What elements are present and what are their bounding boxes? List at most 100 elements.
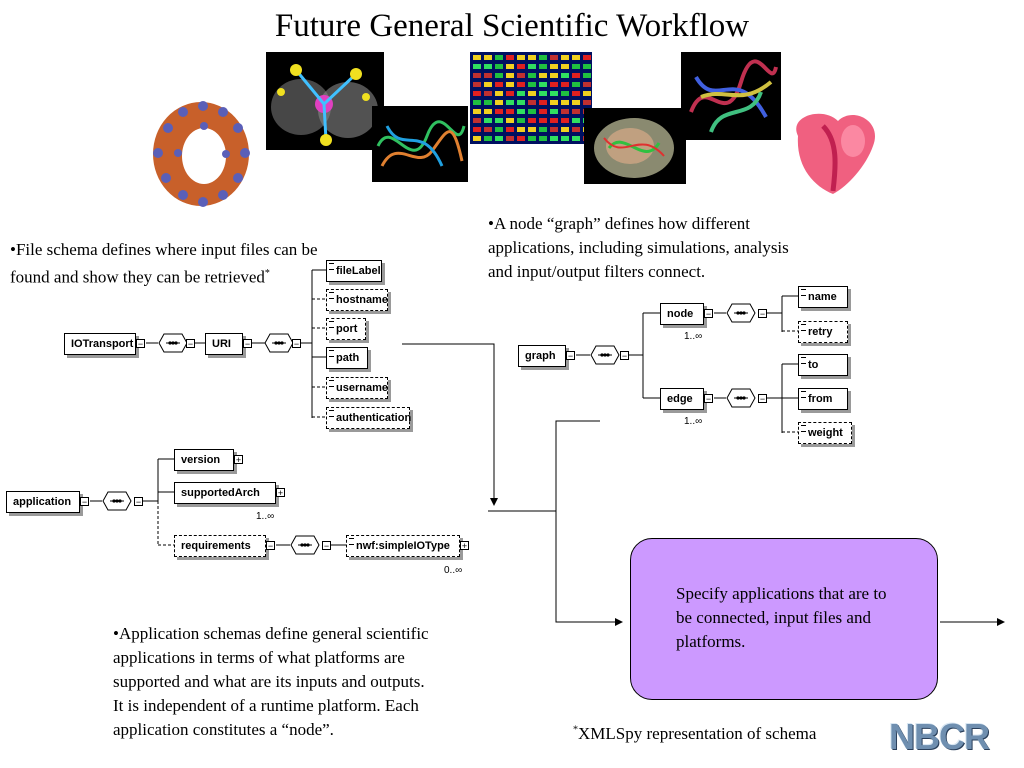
name-element[interactable]: name (798, 286, 848, 308)
edge-label: edge (667, 393, 693, 405)
edge-cardinality: 1..∞ (684, 416, 703, 427)
microarray-spot (583, 82, 591, 87)
application-note: •Application schemas define general scie… (113, 624, 429, 739)
sequence-icon[interactable] (726, 388, 756, 408)
microarray-spot (583, 55, 591, 60)
retry-element[interactable]: retry (798, 321, 848, 343)
collapse-icon[interactable]: − (620, 351, 629, 361)
supportedarch-element[interactable]: supportedArch (174, 482, 276, 504)
collapse-icon[interactable]: − (292, 339, 301, 349)
from-element[interactable]: from (798, 388, 848, 410)
graph-element[interactable]: graph (518, 345, 566, 367)
microarray-spot (528, 73, 536, 78)
weight-element[interactable]: weight (798, 422, 852, 444)
collapse-icon[interactable]: − (186, 339, 195, 349)
application-label: application (13, 496, 72, 508)
iotransport-element[interactable]: IOTransport (64, 333, 136, 355)
authentication-label: authentication (336, 412, 412, 424)
to-label: to (808, 359, 819, 371)
collapse-icon[interactable]: − (758, 394, 767, 404)
collapse-icon[interactable]: − (322, 541, 331, 551)
port-element[interactable]: port (326, 318, 366, 340)
microarray-spot (539, 109, 547, 114)
microarray-spot (550, 118, 558, 123)
sequence-icon[interactable] (158, 333, 188, 353)
microarray-spot (550, 91, 558, 96)
sequence-icon[interactable] (290, 535, 320, 555)
footnote: *XMLSpy representation of schema (573, 724, 816, 744)
hostname-element[interactable]: hostname (326, 289, 388, 311)
expand-icon[interactable]: + (276, 488, 285, 498)
collapse-icon[interactable]: − (704, 309, 713, 319)
microarray-spot (550, 55, 558, 60)
microarray-spot (572, 127, 580, 132)
microarray-spot (539, 100, 547, 105)
microarray-spot (473, 64, 481, 69)
microarray-spot (539, 82, 547, 87)
microarray-spot (506, 109, 514, 114)
nanotube-image (148, 98, 254, 210)
microarray-spot (506, 91, 514, 96)
microarray-spot (473, 127, 481, 132)
graph-label: graph (525, 350, 556, 362)
microarray-spot (539, 136, 547, 141)
sequence-icon[interactable] (726, 303, 756, 323)
collapse-icon[interactable]: − (704, 394, 713, 404)
username-element[interactable]: username (326, 377, 388, 399)
simpleiotype-label: nwf:simpleIOType (356, 540, 450, 552)
collapse-icon[interactable]: − (80, 497, 89, 507)
authentication-element[interactable]: authentication (326, 407, 412, 429)
collapse-icon[interactable]: − (136, 339, 145, 349)
edge-element[interactable]: edge (660, 388, 704, 410)
version-element[interactable]: version (174, 449, 234, 471)
from-label: from (808, 393, 833, 405)
microarray-spot (539, 55, 547, 60)
microarray-spot (572, 109, 580, 114)
requirements-element[interactable]: requirements (174, 535, 266, 557)
microarray-spot (528, 136, 536, 141)
simpleiotype-element[interactable]: nwf:simpleIOType (346, 535, 460, 557)
microarray-spot (539, 91, 547, 96)
microarray-spot (517, 100, 525, 105)
application-element[interactable]: application (6, 491, 80, 513)
requirements-label: requirements (181, 540, 251, 552)
microarray-spot (495, 127, 503, 132)
node-cardinality: 1..∞ (684, 331, 703, 342)
hostname-label: hostname (336, 294, 388, 306)
expand-icon[interactable]: + (460, 541, 469, 551)
collapse-icon[interactable]: − (243, 339, 252, 349)
microarray-spot (473, 73, 481, 78)
microarray-spot (561, 127, 569, 132)
microarray-spot (528, 118, 536, 123)
file-schema-note-text: •File schema defines where input files c… (10, 240, 318, 287)
to-element[interactable]: to (798, 354, 848, 376)
microarray-spot (473, 100, 481, 105)
path-element[interactable]: path (326, 347, 368, 369)
node-label: node (667, 308, 694, 320)
microarray-spot (528, 91, 536, 96)
filelabel-element[interactable]: fileLabel (326, 260, 382, 282)
port-label: port (336, 323, 358, 335)
microarray-spot (484, 118, 492, 123)
microarray-spot (495, 64, 503, 69)
microarray-spot (506, 136, 514, 141)
microarray-spot (528, 109, 536, 114)
node-element[interactable]: node (660, 303, 704, 325)
microarray-spot (495, 109, 503, 114)
microarray-image (470, 52, 592, 144)
sequence-icon[interactable] (590, 345, 620, 365)
sequence-icon[interactable] (264, 333, 294, 353)
path-label: path (336, 352, 360, 364)
uri-element[interactable]: URI (205, 333, 243, 355)
sequence-icon[interactable] (102, 491, 132, 511)
collapse-icon[interactable]: − (758, 309, 767, 319)
collapse-icon[interactable]: − (266, 541, 275, 551)
microarray-spot (528, 127, 536, 132)
collapse-icon[interactable]: − (134, 497, 143, 507)
microarray-spot (517, 82, 525, 87)
collapse-icon[interactable]: − (566, 351, 575, 361)
microarray-spot (517, 64, 525, 69)
expand-icon[interactable]: + (234, 455, 243, 465)
microarray-spot (572, 118, 580, 123)
